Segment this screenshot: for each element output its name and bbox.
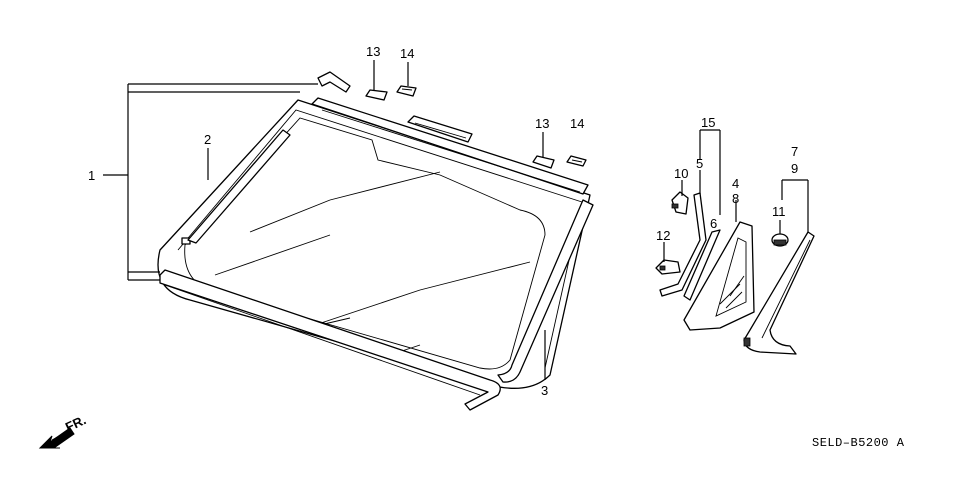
front-arrow-icon [38,427,75,449]
callout-10: 10 [674,166,688,181]
seal-6 [683,229,721,301]
callout-8: 8 [732,191,739,206]
leader-lines [103,60,809,380]
callout-1: 1 [88,168,95,183]
grommet-11 [771,233,789,247]
callout-3: 3 [541,383,548,398]
clip-13-right [532,155,555,169]
side-molding-left [187,129,291,244]
callout-6: 6 [710,216,717,231]
callout-14-upper: 14 [400,46,414,61]
clip-14-right [566,155,587,167]
center-trim [407,115,473,143]
callout-13-upper: 13 [366,44,380,59]
callout-4: 4 [732,176,739,191]
molding-7-9 [743,231,815,355]
quarter-glass [683,221,755,331]
corner-bracket [317,71,351,93]
clip-12 [655,259,681,275]
callout-2: 2 [204,132,211,147]
upper-molding [311,97,589,195]
clip-13-upper [365,89,388,101]
lower-molding [159,269,501,411]
clip-10 [671,191,689,215]
drawing-code: SELD–B5200 A [812,436,905,450]
callout-13-right: 13 [535,116,549,131]
callout-12: 12 [656,228,670,243]
callout-5: 5 [696,156,703,171]
callout-15: 15 [701,115,715,130]
callout-labels: 1 2 3 4 5 6 7 8 9 10 11 12 13 13 14 14 1… [88,44,798,398]
molding-5 [659,192,707,297]
callout-9: 9 [791,161,798,176]
callout-7: 7 [791,144,798,159]
front-arrow-label: FR. [63,412,88,434]
callout-11: 11 [772,204,786,219]
callout-14-right: 14 [570,116,584,131]
clip-14-upper [396,85,417,97]
side-molding-right [497,199,594,383]
